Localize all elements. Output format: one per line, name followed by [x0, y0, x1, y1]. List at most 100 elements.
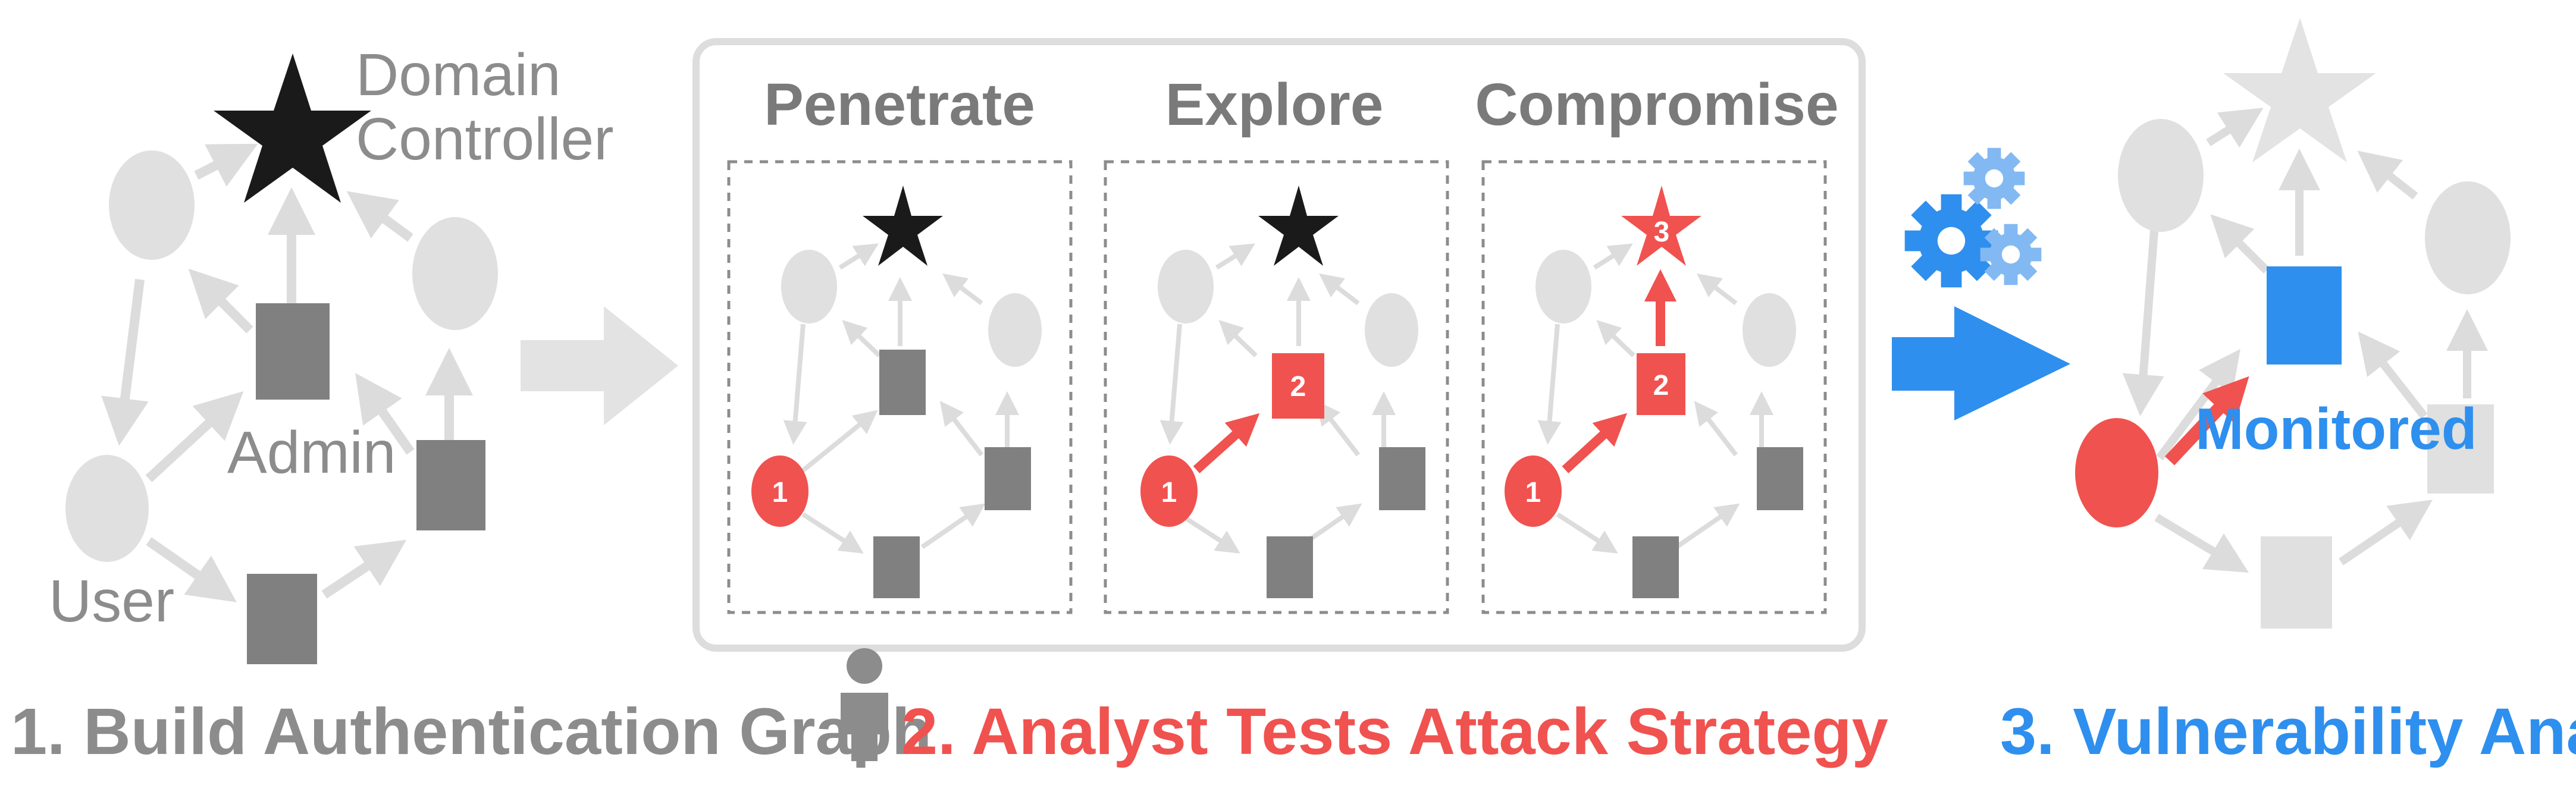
- panel-explore-title: Explore: [1165, 71, 1384, 138]
- admin-server-node: [256, 303, 330, 400]
- admin-server-node: [879, 350, 926, 415]
- attack-step-1-badge: 1: [1525, 477, 1541, 508]
- attack-step-1-badge: 1: [772, 477, 788, 508]
- compromised-domain-controller-star-icon: [1621, 186, 1701, 266]
- graph-node-user-circle: [2425, 181, 2511, 294]
- compromised-user-node: [751, 455, 808, 527]
- graph-node-user-circle: [1158, 250, 1214, 323]
- domain-controller-star-icon: [1258, 186, 1339, 266]
- graph-node-server: [2427, 404, 2494, 494]
- graph-edge: [2339, 499, 2433, 565]
- graph-edge: [783, 323, 807, 445]
- graph-edge: [2358, 331, 2428, 419]
- monitored-admin-node: [2267, 266, 2342, 365]
- graph-edge: [1178, 512, 1240, 554]
- compromised-user-node: [2075, 418, 2158, 527]
- graph-edge: [101, 279, 149, 446]
- graph-edge: [1596, 320, 1635, 357]
- graph-node-user-circle: [109, 150, 195, 260]
- graph-edge: [1215, 243, 1255, 270]
- panel-explore-border: [1104, 160, 1449, 614]
- graph-edge: [321, 539, 407, 599]
- panel-compromise: Compromise 3 2 1: [1475, 71, 1839, 614]
- graph-edge: [939, 401, 984, 457]
- graph-edge: [798, 410, 878, 475]
- attack-path-arrow: [1193, 413, 1260, 473]
- graph-node-server: [1267, 536, 1313, 598]
- graph-edge: [355, 373, 415, 455]
- graph-node-user-circle: [988, 293, 1042, 367]
- compromised-user-node: [1505, 455, 1562, 527]
- panel-penetrate: Penetrate 1: [727, 71, 1073, 614]
- graph-edge: [920, 503, 986, 549]
- panel-compromise-title: Compromise: [1475, 71, 1838, 138]
- graph-node-user-circle: [1535, 250, 1591, 323]
- panel-penetrate-border: [727, 160, 1073, 614]
- graph-edge: [346, 191, 413, 242]
- panel-penetrate-title: Penetrate: [764, 71, 1035, 138]
- panel-compromise-border: [1481, 160, 1827, 614]
- graph-edge: [942, 273, 983, 306]
- compromised-user-node: [1140, 455, 1198, 527]
- flow-arrow-gray: [521, 306, 678, 425]
- graph-edge: [1675, 503, 1740, 549]
- graph-node-server: [1632, 536, 1679, 598]
- graph-edge: [188, 268, 253, 334]
- graph-node-user-circle: [781, 250, 837, 323]
- domain-controller-star-icon: [2223, 18, 2376, 162]
- graph-edge: [1697, 273, 1738, 306]
- graph-edge: [1316, 401, 1361, 457]
- graph-edge: [801, 512, 864, 554]
- domain-controller-star-icon: [214, 54, 371, 203]
- graph-node-server: [416, 440, 485, 530]
- graph-edge: [2154, 513, 2249, 573]
- graph-edge: [146, 537, 237, 602]
- controller-label: Controller: [356, 106, 614, 172]
- attack-step-2-badge: 2: [1290, 371, 1306, 403]
- graph-edge: [1593, 243, 1633, 270]
- user-label: User: [49, 568, 174, 634]
- graph-edge: [1537, 323, 1562, 445]
- step-2-caption: 2. Analyst Tests Attack Strategy: [901, 695, 1888, 768]
- graph-edge: [2206, 108, 2264, 148]
- section-build-graph: Domain Controller Admin User: [49, 42, 614, 664]
- monitored-label: Monitored: [2195, 396, 2477, 461]
- graph-edge: [2357, 150, 2418, 200]
- panel-explore: Explore 2 1: [1104, 71, 1449, 614]
- graph-node-user-circle: [2118, 119, 2204, 232]
- attack-step-1-badge: 1: [1161, 477, 1177, 508]
- graph-node-user-circle: [65, 455, 149, 562]
- graph-edge: [2122, 222, 2164, 416]
- graph-node-server: [247, 574, 317, 664]
- graph-edge: [1556, 512, 1618, 554]
- graph-node-server: [873, 536, 920, 598]
- step-1-caption: 1. Build Authentication Graph: [11, 695, 932, 768]
- graph-edge: [1694, 401, 1738, 457]
- graph-edge: [194, 143, 258, 187]
- domain-label: Domain: [356, 42, 561, 108]
- step-3-caption: 3. Vulnerability Analysis: [2000, 695, 2576, 768]
- analyst-person-icon: [841, 648, 888, 761]
- blocked-attack-arrow: [2164, 376, 2249, 466]
- graph-edge: [1218, 320, 1258, 357]
- attack-strategy-container: [692, 38, 1866, 652]
- section-vulnerability-analysis: Monitored: [2075, 18, 2511, 629]
- graph-edge: [1159, 323, 1184, 445]
- graph-node-user-circle: [412, 217, 498, 330]
- graph-edge: [842, 320, 881, 357]
- attack-step-2-badge: 2: [1653, 370, 1669, 401]
- graph-edge: [145, 391, 244, 482]
- graph-node-user-circle: [1365, 293, 1418, 367]
- graph-node-server: [1757, 447, 1803, 510]
- compromised-admin-node: [1637, 353, 1685, 415]
- graph-node-user-circle: [1743, 293, 1796, 367]
- graph-node-server: [1379, 447, 1425, 510]
- graph-node-server: [2261, 536, 2332, 629]
- graph-node-server: [985, 447, 1031, 510]
- graph-edge: [2210, 214, 2270, 274]
- admin-label: Admin: [227, 419, 396, 486]
- attack-step-3-badge: 3: [1654, 216, 1670, 248]
- flow-arrow-blue: [1892, 306, 2070, 420]
- domain-controller-star-icon: [863, 186, 943, 266]
